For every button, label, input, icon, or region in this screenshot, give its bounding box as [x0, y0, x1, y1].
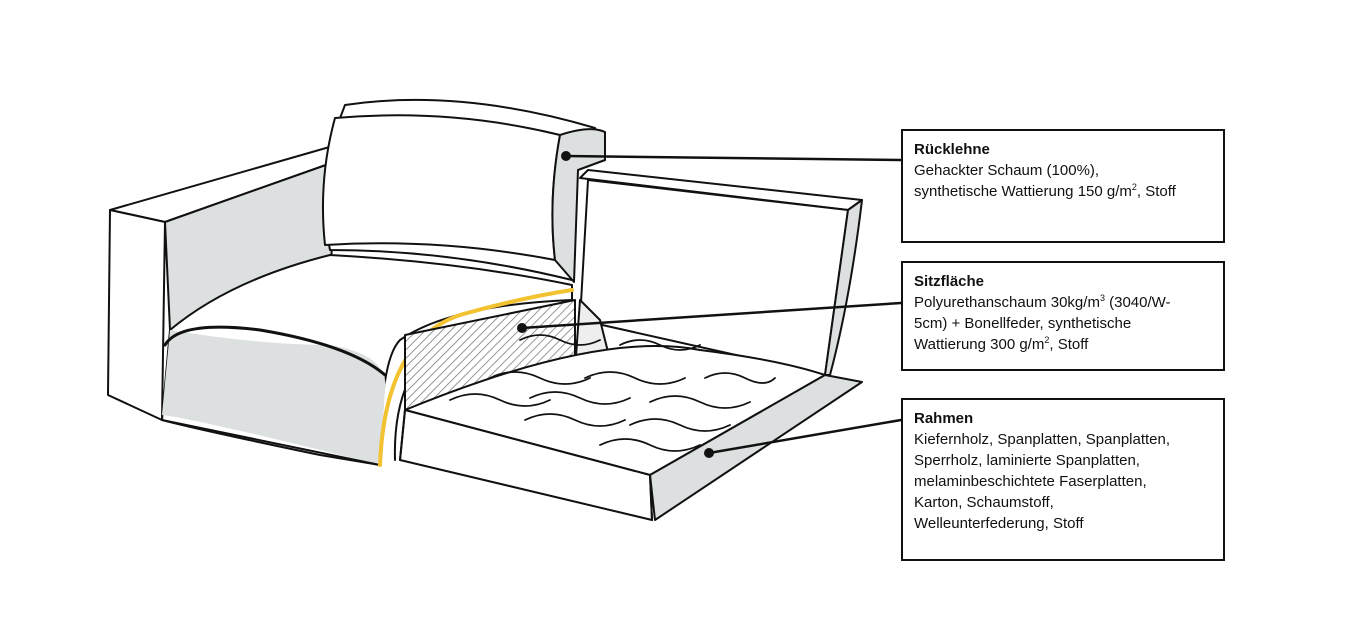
cutaway-back	[404, 169, 863, 411]
left-armrest	[107, 145, 341, 421]
seat-base	[399, 345, 863, 521]
marker-dot-backrest	[561, 151, 571, 161]
callout-seat: Sitzfläche Polyurethanschaum 30kg/m3 (30…	[901, 261, 1225, 371]
callout-title: Rahmen	[914, 410, 974, 427]
marker-dot-seat	[517, 323, 527, 333]
leader-lines	[520, 154, 903, 455]
marker-dot-frame	[704, 448, 714, 458]
bonell-springs	[449, 334, 776, 452]
callout-title: Sitzfläche	[914, 273, 985, 290]
left-seat-cushion	[161, 254, 574, 467]
callout-backrest: Rücklehne Gehackter Schaum (100%), synth…	[901, 129, 1225, 243]
back-cushion	[322, 98, 606, 283]
callout-title: Rücklehne	[914, 141, 990, 158]
callout-frame: Rahmen Kiefernholz, Spanplatten, Spanpla…	[901, 398, 1225, 561]
